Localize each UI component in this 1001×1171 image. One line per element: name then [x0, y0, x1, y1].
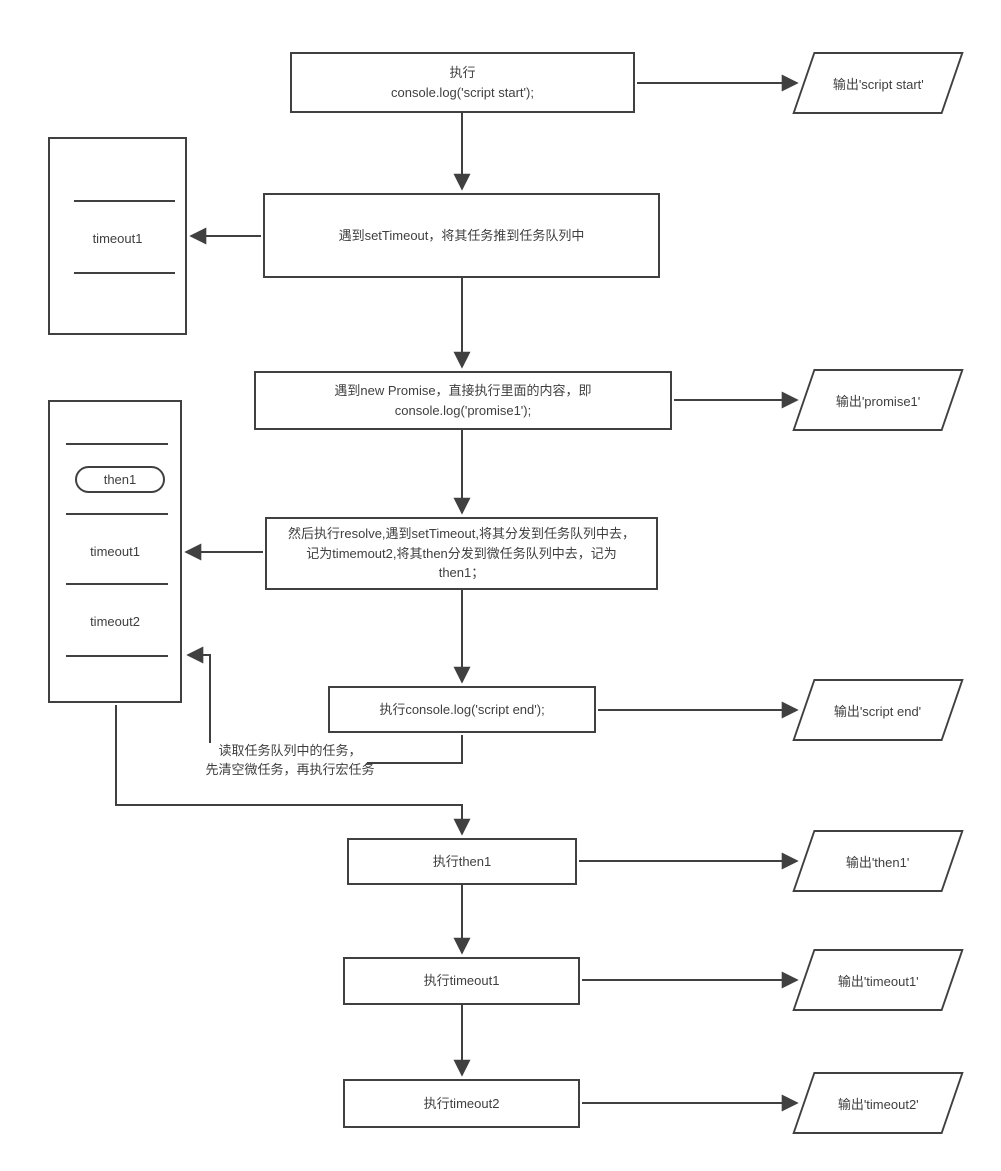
queue-divider: [74, 200, 175, 202]
step-run-then1: 执行then1: [347, 838, 577, 885]
output-script-start: 输出'script start': [792, 52, 964, 114]
output-promise1-label: 输出'promise1': [835, 393, 921, 409]
microtask-then1: then1: [75, 466, 165, 493]
queue-divider: [74, 272, 175, 274]
connector-queue2-step6: [115, 705, 471, 836]
output-timeout2-label: 输出'timeout2': [837, 1096, 919, 1112]
queue-item-timeout1: timeout1: [92, 231, 143, 246]
output-script-start-label: 输出'script start': [832, 76, 924, 92]
queue-item-timeout1: timeout1: [90, 544, 140, 559]
output-timeout1-label: 输出'timeout1': [837, 973, 919, 989]
step-script-start: 执行 console.log('script start');: [290, 52, 635, 113]
output-then1: 输出'then1': [792, 830, 964, 892]
task-queue-initial: timeout1: [48, 137, 187, 335]
output-timeout2: 输出'timeout2': [792, 1072, 964, 1134]
queue-divider: [66, 583, 168, 585]
event-loop-annotation: 读取任务队列中的任务， 先清空微任务，再执行宏任务: [205, 743, 375, 777]
output-script-end: 输出'script end': [792, 679, 964, 741]
queue-divider: [66, 655, 168, 657]
step-resolve: 然后执行resolve,遇到setTimeout,将其分发到任务队列中去， 记为…: [265, 517, 658, 590]
step-run-timeout1: 执行timeout1: [343, 957, 580, 1005]
queue-divider: [66, 443, 168, 445]
output-then1-label: 输出'then1': [846, 854, 910, 870]
queue-item-timeout2: timeout2: [90, 614, 140, 629]
output-promise1: 输出'promise1': [792, 369, 964, 431]
step-run-timeout2: 执行timeout2: [343, 1079, 580, 1128]
queue-divider: [66, 513, 168, 515]
step-script-end: 执行console.log('script end');: [328, 686, 596, 733]
output-script-end-label: 输出'script end': [834, 703, 922, 719]
connector-annotation-queue2: [186, 646, 211, 743]
connector-step5-annotation: [367, 735, 463, 764]
task-queue-full: then1 timeout1 timeout2: [48, 400, 182, 703]
step-new-promise: 遇到new Promise，直接执行里面的内容，即 console.log('p…: [254, 371, 672, 430]
step-settimeout: 遇到setTimeout，将其任务推到任务队列中: [263, 193, 660, 278]
output-timeout1: 输出'timeout1': [792, 949, 964, 1011]
